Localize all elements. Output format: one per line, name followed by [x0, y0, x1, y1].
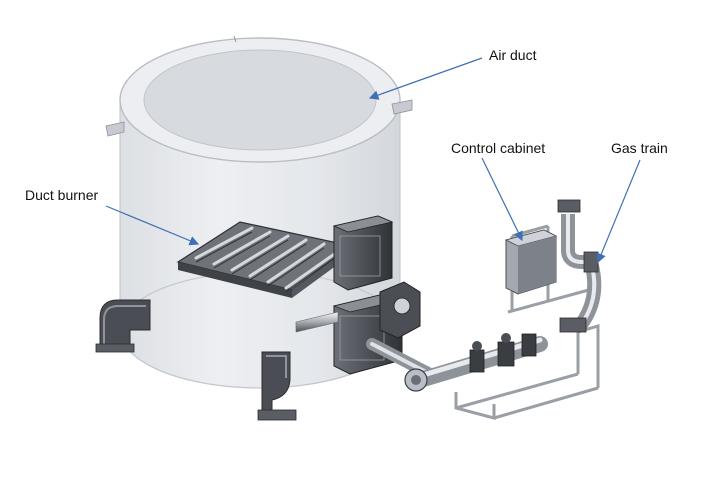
gas-train-valves — [469, 333, 537, 373]
inlet-elbow-left — [95, 299, 151, 353]
upper-flange-box — [332, 215, 394, 291]
gas-train-riser — [557, 199, 602, 333]
label-control-cabinet: Control cabinet — [451, 140, 546, 156]
lifting-lug-right — [391, 99, 413, 115]
label-gas-train: Gas train — [611, 140, 668, 156]
control-cabinet — [504, 229, 558, 295]
arrow-duct-burner — [105, 205, 200, 246]
burner-mount-housing — [379, 281, 421, 339]
air-duct-top-inner — [143, 49, 377, 151]
label-air-duct: Air duct — [489, 47, 537, 63]
inlet-elbow-center — [257, 351, 297, 421]
label-duct-burner: Duct burner — [25, 187, 99, 203]
burner-feed-pipe — [295, 311, 339, 333]
arrow-control-cabinet — [481, 157, 523, 242]
lifting-lug-left — [105, 121, 125, 137]
arrow-gas-train — [596, 159, 641, 264]
callout-arrows — [105, 57, 641, 264]
arrow-air-duct — [368, 57, 483, 100]
